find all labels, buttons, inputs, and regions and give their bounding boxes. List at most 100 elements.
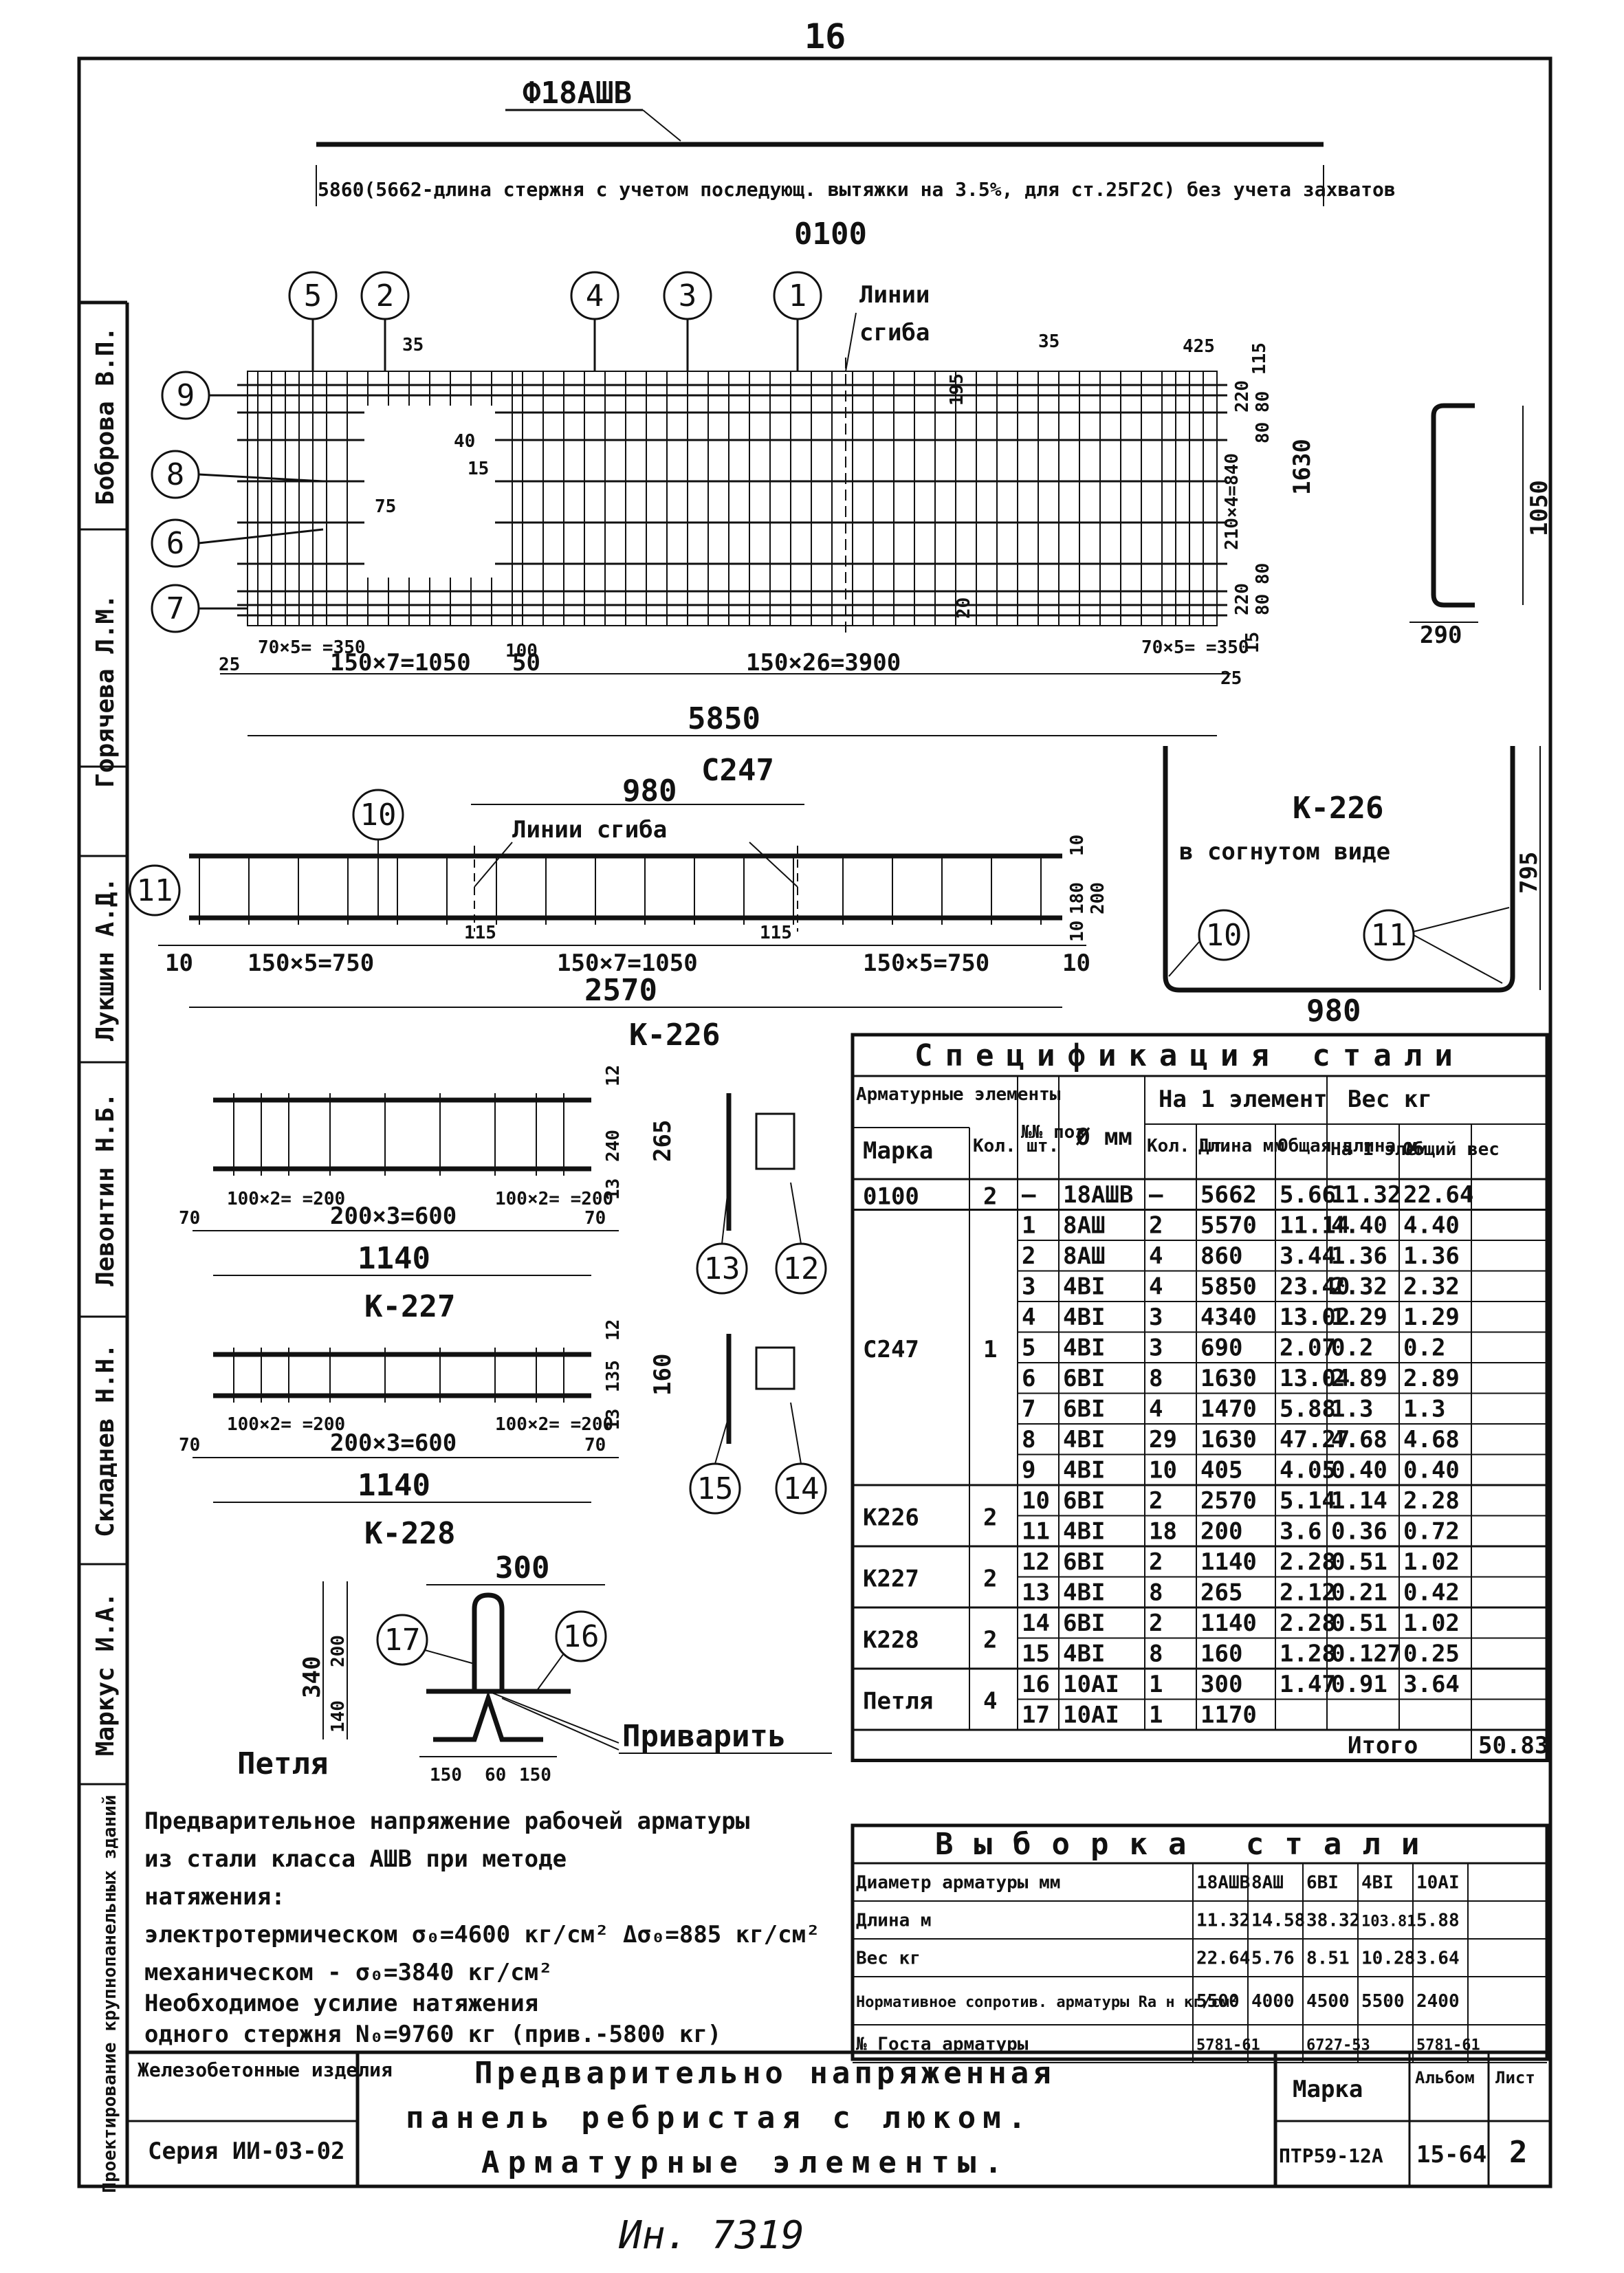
dim-total-5850: 5850	[688, 701, 760, 736]
spec-cell: —	[1022, 1181, 1036, 1209]
spec-cell: 13.04	[1280, 1365, 1350, 1392]
k228-pos-15: 15	[697, 1471, 734, 1506]
k226-bent-pos-11: 11	[1371, 918, 1407, 953]
spec-cell: 17	[1022, 1702, 1050, 1729]
k228-pos-14: 14	[783, 1471, 820, 1506]
spec-cell: 10	[1022, 1487, 1050, 1515]
loop-title: Петля	[237, 1746, 328, 1781]
spec-cell: 0.51	[1331, 1548, 1387, 1576]
spec-head-weight: Вес кг	[1348, 1086, 1432, 1113]
tb-title-3: Арматурные элементы.	[481, 2145, 1011, 2180]
dim-right-edge: 25	[1220, 668, 1242, 689]
tb-left-1: Железобетонные изделия	[138, 2058, 393, 2081]
note-line-2: из стали класса АШВ при методе	[144, 1845, 567, 1873]
loop-dim-340: 340	[298, 1656, 326, 1698]
spec-cell: 0.21	[1331, 1579, 1387, 1607]
pos-3-label: 3	[679, 278, 697, 314]
k228-dim-70: 70	[179, 1435, 200, 1456]
spec-cell: 2570	[1200, 1487, 1257, 1515]
bend-line-label-1: Линии	[859, 281, 930, 309]
loop-dim-200: 200	[328, 1635, 349, 1667]
spec-cell: —	[1149, 1181, 1163, 1209]
side-name-goryacheva: Горячева Л.М.	[91, 594, 120, 788]
spec-group-mark: К227	[863, 1566, 919, 1593]
spec-cell: 265	[1200, 1579, 1242, 1607]
spec-cell: 18АШВ	[1063, 1181, 1133, 1209]
spec-cell: 4.40	[1403, 1212, 1460, 1240]
spec-cell: 1.02	[1403, 1548, 1460, 1576]
mesh-k226	[189, 846, 1062, 932]
inventory-number: Ин. 7319	[618, 2213, 804, 2258]
spec-cell: 9	[1022, 1457, 1035, 1484]
loop-pos-16: 16	[563, 1619, 600, 1654]
spec-head-length: Длина мм	[1198, 1136, 1284, 1156]
c247-title: С247	[701, 753, 774, 788]
note-line-1: Предварительное напряжение рабочей армат…	[144, 1808, 749, 1835]
spec-group-mark: К228	[863, 1627, 919, 1654]
k228-dim-70-r: 70	[584, 1435, 606, 1456]
spec-cell: 690	[1200, 1335, 1242, 1362]
dim-group-a: 150×7=1050	[330, 649, 471, 677]
k226-dim-115-b: 115	[760, 923, 792, 943]
spec-cell: 2	[1149, 1548, 1163, 1576]
sample-cell: 14.58	[1251, 1911, 1305, 1931]
spec-total-value: 50.83	[1478, 1732, 1548, 1759]
loop-base	[433, 1690, 543, 1742]
c247-bent-height: 1050	[1526, 480, 1553, 536]
spec-cell: 1.02	[1403, 1610, 1460, 1637]
dim-220-top: 220	[1232, 380, 1253, 413]
spec-cell: 2.89	[1331, 1365, 1387, 1392]
spec-group-mark: К226	[863, 1504, 919, 1532]
k226-total: 2570	[584, 973, 657, 1008]
dim-20: 20	[954, 597, 974, 619]
sample-cell: 5500	[1196, 1991, 1240, 2012]
mesh-c247	[237, 358, 1227, 633]
spec-head-count: Кол. шт.	[1147, 1136, 1233, 1156]
spec-cell: 4340	[1200, 1304, 1257, 1331]
side-name-institute: Проектирование крупнопанельных зданий	[100, 1794, 120, 2193]
spec-cell: 860	[1200, 1242, 1242, 1270]
loop-shape	[472, 1592, 505, 1691]
k226-dim-980: 980	[622, 773, 677, 809]
spec-cell: 13.02	[1280, 1304, 1350, 1331]
spec-cell: 3	[1149, 1335, 1163, 1362]
k228-dim-135: 135	[603, 1360, 624, 1392]
spec-cell: 11.14	[1280, 1212, 1350, 1240]
spec-group-qty: 1	[983, 1336, 997, 1363]
spec-cell: 0.42	[1403, 1579, 1460, 1607]
sample-cell: 2400	[1416, 1991, 1460, 2012]
tb-album-label: Альбом	[1415, 2068, 1475, 2087]
dim-195: 195	[947, 373, 967, 406]
spec-cell: 4ВI	[1063, 1426, 1105, 1453]
dim-35-a: 35	[402, 335, 424, 355]
sample-cell: 4000	[1251, 1991, 1295, 2012]
spec-cell: 4ВI	[1063, 1518, 1105, 1546]
spec-cell: 10АI	[1063, 1671, 1119, 1698]
pos-7-label: 7	[166, 591, 185, 626]
spec-cell: 0.91	[1331, 1671, 1387, 1698]
dim-height-1630: 1630	[1288, 439, 1316, 495]
spec-cell: 1.29	[1403, 1304, 1460, 1331]
spec-cell: 5.66	[1280, 1181, 1336, 1209]
bar-mark: 0100	[794, 217, 867, 252]
spec-cell: 47.27	[1280, 1426, 1350, 1453]
pos-8-label: 8	[166, 457, 185, 492]
spec-cell: 2.28	[1280, 1610, 1336, 1637]
page-number: 16	[804, 17, 846, 56]
dim-left-edge: 25	[219, 655, 240, 675]
prestress-notes: Предварительное напряжение рабочей армат…	[144, 1808, 820, 2048]
sample-cell: Вес кг	[856, 1948, 921, 1969]
spec-cell: 4ВI	[1063, 1304, 1105, 1331]
tb-sheet: 2	[1509, 2135, 1528, 2170]
dim-mid-height: 210×4=840	[1222, 453, 1242, 550]
bend-line-label-2: сгиба	[859, 319, 930, 347]
spec-cell: 14	[1022, 1610, 1050, 1637]
spec-head-total-length: Общая длина м	[1277, 1136, 1418, 1156]
spec-group-qty: 2	[983, 1566, 997, 1593]
spec-cell: 200	[1200, 1518, 1242, 1546]
loop-dim-300: 300	[495, 1550, 549, 1585]
spec-head-qty: Кол. шт.	[973, 1136, 1059, 1156]
k227-dim-12: 12	[603, 1065, 624, 1086]
spec-cell: 4.68	[1403, 1426, 1460, 1453]
loop-dim-60: 60	[485, 1765, 506, 1786]
